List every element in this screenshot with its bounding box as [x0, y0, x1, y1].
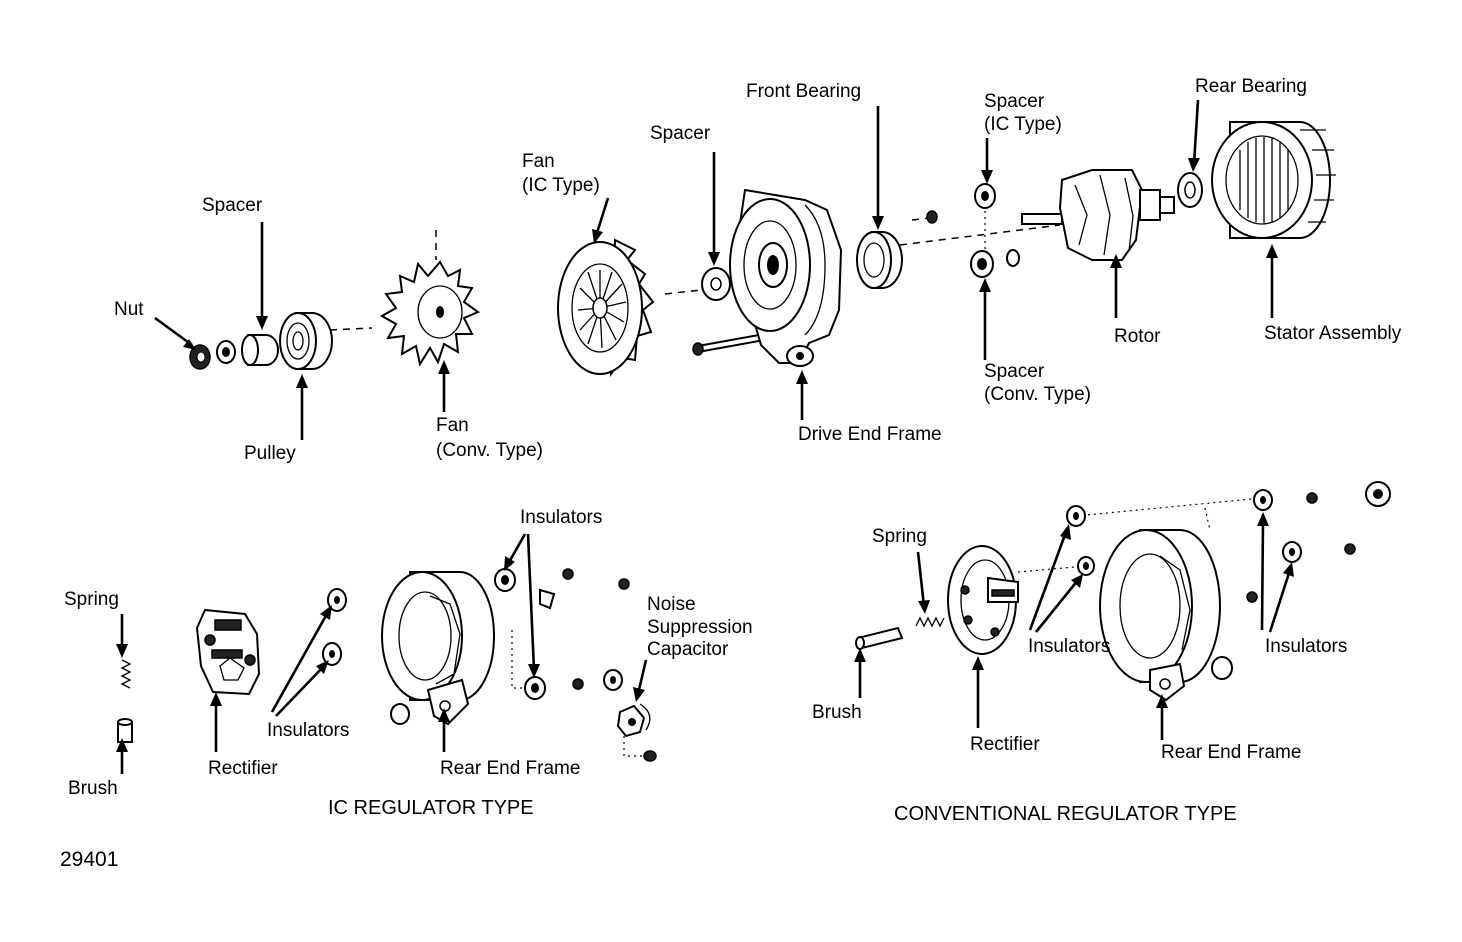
- caption-ic: IC REGULATOR TYPE: [328, 797, 534, 819]
- label-spacer-ic-1: Spacer: [984, 91, 1045, 112]
- pulley-spacer-part: [241, 334, 279, 366]
- label-conv-insulators-right: Insulators: [1265, 636, 1347, 657]
- label-fan-conv-1: Fan: [436, 415, 469, 436]
- rear-bearing-part: [1177, 172, 1203, 208]
- label-fan-ic-2: (IC Type): [522, 175, 600, 196]
- conv-rectifier-part: [947, 545, 1019, 655]
- ic-rear-end-frame-part: [381, 571, 495, 726]
- ic-insulators-top-part: [494, 568, 546, 700]
- labels: Nut Spacer Pulley Fan (Conv. Type) Fan (…: [64, 76, 1402, 799]
- ic-regulator-group: [116, 533, 657, 774]
- capacitor-part: [616, 703, 657, 762]
- ic-spring-part: [120, 659, 132, 689]
- label-capacitor-3: Capacitor: [647, 639, 729, 660]
- ic-brush-part: [117, 718, 133, 743]
- label-stator-assembly: Stator Assembly: [1264, 323, 1402, 344]
- spacer-conv-part: [970, 249, 1020, 278]
- conv-insulators-right-part: [1246, 481, 1391, 603]
- washer-part: [216, 340, 236, 364]
- fan-conv-part: [379, 230, 481, 367]
- label-spacer-ic-2: (IC Type): [984, 114, 1062, 135]
- label-rotor: Rotor: [1114, 326, 1161, 347]
- label-spacer-conv-1: Spacer: [984, 361, 1045, 382]
- ic-arrows: [116, 533, 648, 774]
- label-spacer-front: Spacer: [650, 123, 711, 144]
- conv-rear-end-frame-part: [1099, 529, 1233, 702]
- ic-small-parts: [539, 568, 630, 691]
- label-ic-insulators-left: Insulators: [267, 720, 349, 741]
- rotor-part: [1021, 169, 1175, 261]
- label-drive-end-frame: Drive End Frame: [798, 424, 942, 445]
- label-rear-bearing: Rear Bearing: [1195, 76, 1307, 97]
- label-conv-spring: Spring: [872, 526, 927, 547]
- label-pulley: Pulley: [244, 443, 296, 464]
- label-ic-rectifier: Rectifier: [208, 758, 278, 779]
- label-conv-rectifier: Rectifier: [970, 734, 1040, 755]
- stator-assembly-part: [1211, 121, 1336, 239]
- conventional-regulator-group: [854, 481, 1391, 740]
- label-conv-brush: Brush: [812, 702, 862, 723]
- figure-number: 29401: [60, 848, 118, 871]
- conv-insulators-mid-part: [1066, 505, 1095, 576]
- conv-brush-part: [855, 626, 904, 650]
- label-nut: Nut: [114, 299, 144, 320]
- ic-rectifier-part: [195, 608, 261, 696]
- label-conv-rear-end-frame: Rear End Frame: [1161, 742, 1301, 763]
- label-ic-brush: Brush: [68, 778, 118, 799]
- spacer-ic-part: [974, 183, 996, 209]
- drive-end-frame-part: [729, 188, 843, 367]
- fan-ic-part: [557, 238, 655, 378]
- nut-part: [189, 344, 211, 370]
- label-ic-insulators-top: Insulators: [520, 507, 602, 528]
- caption-conventional: CONVENTIONAL REGULATOR TYPE: [894, 803, 1237, 825]
- label-fan-conv-2: (Conv. Type): [436, 440, 543, 461]
- top-arrows: [154, 99, 1278, 440]
- top-assembly: [154, 99, 1336, 440]
- label-spacer-pulley: Spacer: [202, 195, 263, 216]
- small-screw-part: [926, 210, 938, 224]
- label-spacer-conv-2: (Conv. Type): [984, 384, 1091, 405]
- pulley-part: [279, 312, 333, 370]
- label-conv-insulators-mid: Insulators: [1028, 636, 1110, 657]
- label-fan-ic-1: Fan: [522, 151, 555, 172]
- ic-insulators-left-part: [322, 588, 347, 666]
- front-bearing-part: [856, 231, 903, 289]
- label-ic-spring: Spring: [64, 589, 119, 610]
- conv-arrows: [854, 512, 1294, 740]
- label-front-bearing: Front Bearing: [746, 81, 861, 102]
- label-ic-rear-end-frame: Rear End Frame: [440, 758, 580, 779]
- label-capacitor-1: Noise: [647, 594, 696, 615]
- conv-spring-part: [915, 616, 945, 628]
- front-spacer-part: [701, 267, 731, 301]
- label-capacitor-2: Suppression: [647, 617, 753, 638]
